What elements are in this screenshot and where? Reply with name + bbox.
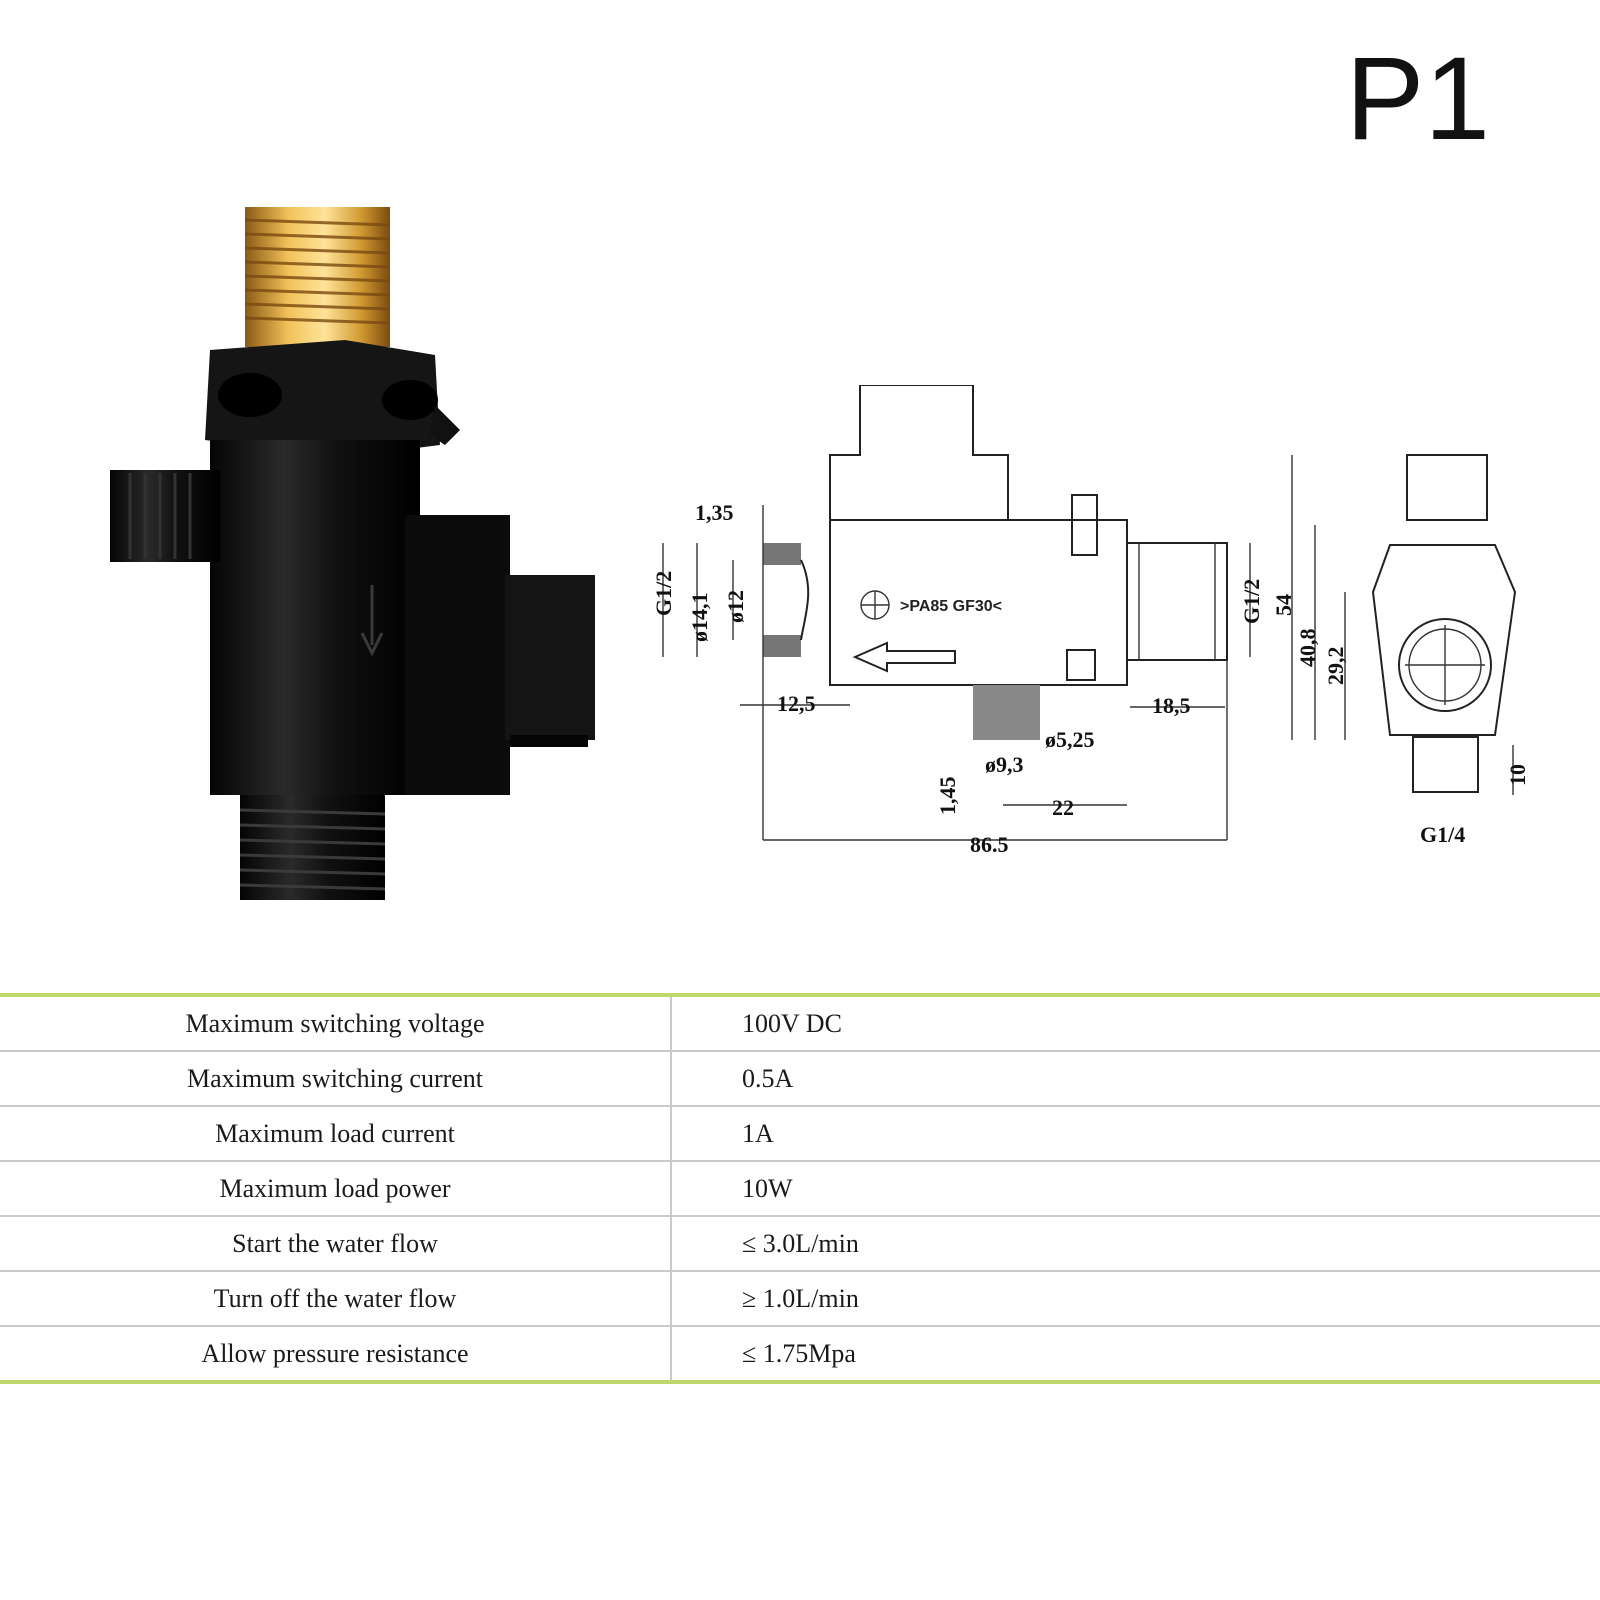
dim-g12-left: G1/2 [655,571,676,616]
dim-1-35: 1,35 [695,500,734,525]
dim-18-5: 18,5 [1152,693,1191,718]
table-row: Turn off the water flow ≥ 1.0L/min [0,1271,1600,1327]
spec-param: Start the water flow [0,1216,672,1272]
table-row: Allow pressure resistance ≤ 1.75Mpa [0,1326,1600,1384]
spec-value: ≥ 1.0L/min [671,1271,1600,1327]
product-photo [110,207,595,900]
dim-40-8: 40,8 [1295,629,1320,668]
spec-value: ≤ 1.75Mpa [671,1326,1600,1384]
table-row: Maximum switching current 0.5A [0,1051,1600,1107]
table-row: Maximum load current 1A [0,1106,1600,1162]
spec-value: 100V DC [671,993,1600,1052]
dim-29-2: 29,2 [1323,647,1348,686]
spec-value: 1A [671,1106,1600,1162]
dim-14-1: ø14,1 [687,593,712,643]
dim-86-5: 86.5 [970,832,1009,857]
side-view [1291,454,1517,795]
dim-12: ø12 [723,590,748,623]
spec-value: 10W [671,1161,1600,1217]
spec-table: Maximum switching voltage 100V DC Maximu… [0,993,1600,1384]
drawing-marking: >PA85 GF30< [900,598,1002,615]
dim-54: 54 [1271,594,1296,616]
table-row: Maximum switching voltage 100V DC [0,993,1600,1052]
technical-drawing: >PA85 GF30< 1,35 G1/2 ø14,1 ø12 12,5 18,… [655,385,1530,857]
dim-12-5: 12,5 [777,691,816,716]
spec-param: Maximum switching current [0,1051,672,1107]
brass-thread [244,207,391,347]
front-view: >PA85 GF30< [662,385,1251,841]
spec-param: Maximum switching voltage [0,993,672,1052]
spec-param: Turn off the water flow [0,1271,672,1327]
dim-22: 22 [1052,795,1074,820]
spec-param: Maximum load current [0,1106,672,1162]
dim-1-45: 1,45 [935,777,960,816]
dim-g12-right: G1/2 [1239,579,1264,624]
spec-param: Allow pressure resistance [0,1326,672,1384]
spec-value: 0.5A [671,1051,1600,1107]
page-label: P1 [1345,33,1490,165]
dim-5-25: ø5,25 [1045,727,1095,752]
spec-param: Maximum load power [0,1161,672,1217]
dim-9-3: ø9,3 [985,752,1024,777]
table-row: Start the water flow ≤ 3.0L/min [0,1216,1600,1272]
table-row: Maximum load power 10W [0,1161,1600,1217]
spec-value: ≤ 3.0L/min [671,1216,1600,1272]
dim-10: 10 [1505,764,1530,786]
dim-g14: G1/4 [1420,822,1465,847]
